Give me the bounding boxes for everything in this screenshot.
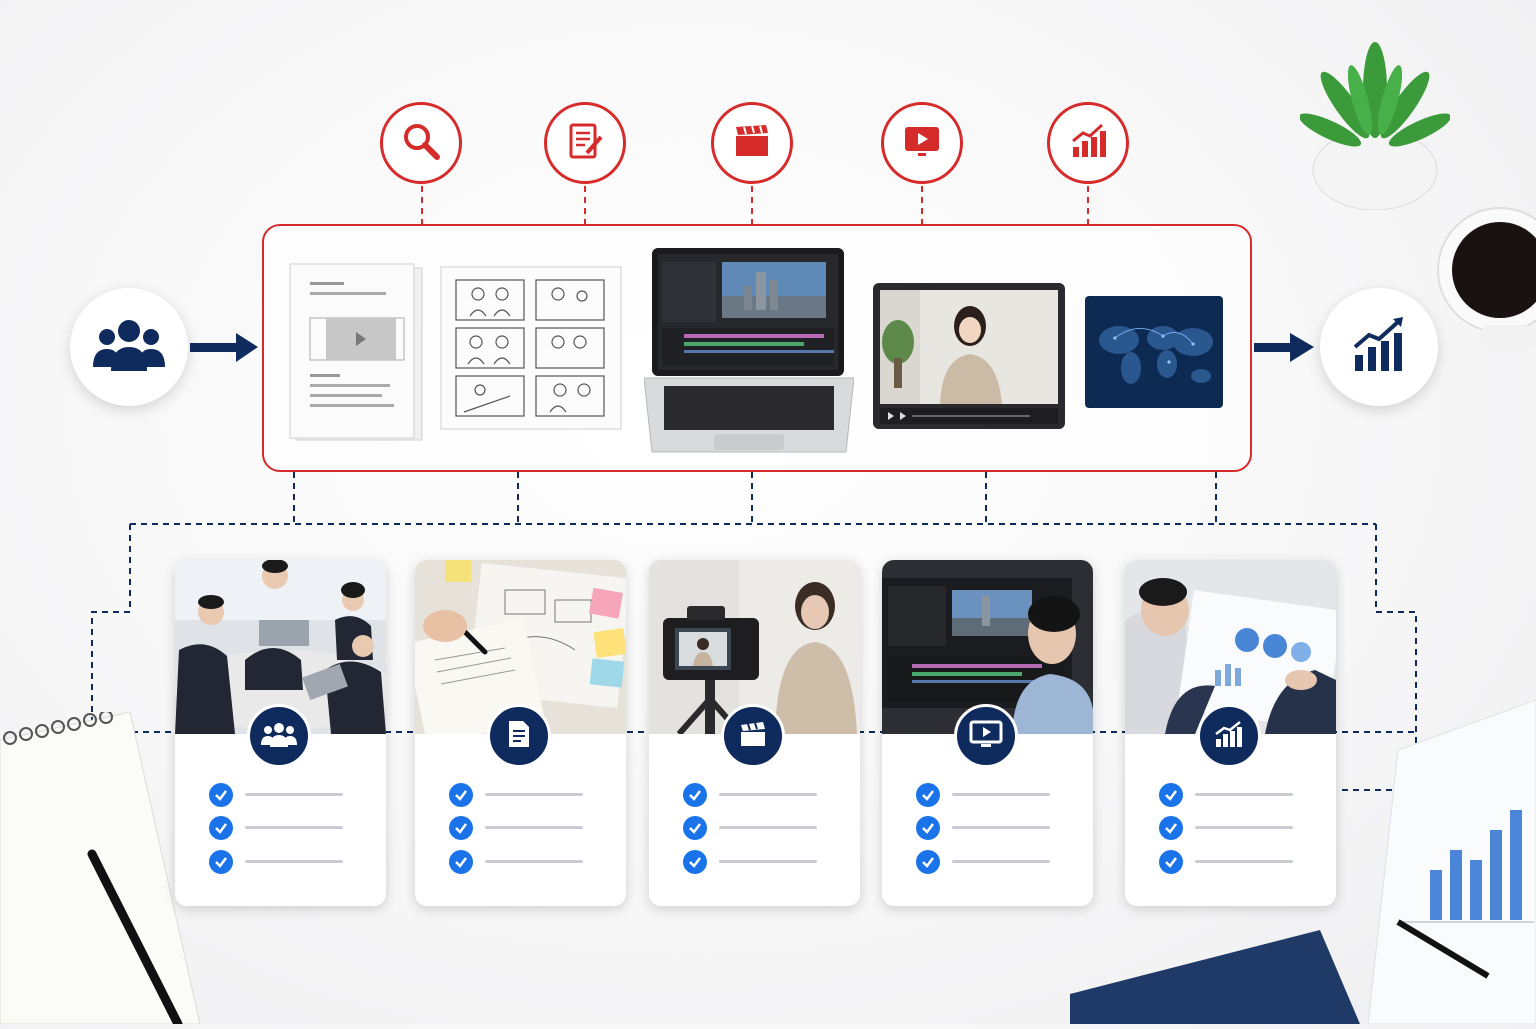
checkmark-icon bbox=[683, 783, 707, 807]
checkmark-icon bbox=[1159, 783, 1183, 807]
card-filming[interactable] bbox=[649, 560, 860, 906]
card-analytics[interactable] bbox=[1125, 560, 1336, 906]
card-badge bbox=[247, 704, 311, 768]
coffee-cup-decoration bbox=[1420, 200, 1536, 350]
checkmark-icon bbox=[209, 850, 233, 874]
checkmark-icon bbox=[449, 816, 473, 840]
checkmark-icon bbox=[916, 816, 940, 840]
stage-research[interactable] bbox=[380, 102, 462, 184]
check-item bbox=[209, 850, 359, 874]
check-item bbox=[916, 816, 1066, 840]
card-editing[interactable] bbox=[882, 560, 1093, 906]
checkmark-icon bbox=[916, 850, 940, 874]
card-badge bbox=[487, 704, 551, 768]
check-item bbox=[449, 783, 599, 807]
editing-laptop[interactable] bbox=[643, 246, 855, 456]
checkmark-icon bbox=[683, 816, 707, 840]
stage-scripting[interactable] bbox=[544, 102, 626, 184]
presenter-video[interactable] bbox=[872, 282, 1066, 430]
notebook-decoration bbox=[0, 710, 201, 1029]
clapperboard-icon bbox=[730, 119, 774, 168]
card-discovery[interactable] bbox=[175, 560, 386, 906]
check-item bbox=[1159, 816, 1309, 840]
checkmark-icon bbox=[209, 816, 233, 840]
check-item bbox=[209, 783, 359, 807]
check-item bbox=[1159, 783, 1309, 807]
video-play-icon bbox=[900, 119, 944, 168]
check-item bbox=[916, 783, 1066, 807]
check-item bbox=[683, 816, 833, 840]
check-item bbox=[683, 783, 833, 807]
stage-production[interactable] bbox=[711, 102, 793, 184]
check-item bbox=[209, 816, 359, 840]
check-item bbox=[1159, 850, 1309, 874]
world-map-screen[interactable] bbox=[1085, 296, 1223, 408]
checkmark-icon bbox=[916, 783, 940, 807]
card-badge bbox=[1197, 704, 1261, 768]
bar-chart-growth-icon bbox=[1349, 315, 1409, 380]
people-icon bbox=[261, 720, 297, 753]
check-item bbox=[449, 850, 599, 874]
report-chart-decoration bbox=[1367, 699, 1536, 1025]
clapperboard-icon bbox=[738, 720, 768, 753]
checkmark-icon bbox=[683, 850, 707, 874]
storyboard-sheet[interactable] bbox=[440, 266, 622, 430]
card-badge bbox=[721, 704, 785, 768]
check-item bbox=[683, 850, 833, 874]
analytics-review-photo bbox=[1125, 560, 1336, 734]
audience-input-node[interactable] bbox=[70, 288, 188, 406]
checkmark-icon bbox=[1159, 850, 1183, 874]
stage-publishing[interactable] bbox=[881, 102, 963, 184]
bar-chart-growth-icon bbox=[1066, 119, 1110, 168]
checkmark-icon bbox=[449, 783, 473, 807]
plant-pot-decoration bbox=[1298, 20, 1452, 211]
bar-chart-growth-icon bbox=[1213, 719, 1245, 754]
search-icon bbox=[399, 119, 443, 168]
checkmark-icon bbox=[209, 783, 233, 807]
checkmark-icon bbox=[1159, 816, 1183, 840]
monitor-play-icon bbox=[969, 719, 1003, 754]
card-badge bbox=[954, 704, 1018, 768]
results-output-node[interactable] bbox=[1320, 288, 1438, 406]
stage-analytics[interactable] bbox=[1047, 102, 1129, 184]
document-edit-icon bbox=[563, 119, 607, 168]
checkmark-icon bbox=[449, 850, 473, 874]
script-document[interactable] bbox=[288, 262, 424, 442]
card-planning[interactable] bbox=[415, 560, 626, 906]
check-item bbox=[916, 850, 1066, 874]
document-icon bbox=[506, 719, 532, 754]
folder-decoration bbox=[1070, 930, 1360, 1024]
people-icon bbox=[91, 315, 167, 380]
check-item bbox=[449, 816, 599, 840]
